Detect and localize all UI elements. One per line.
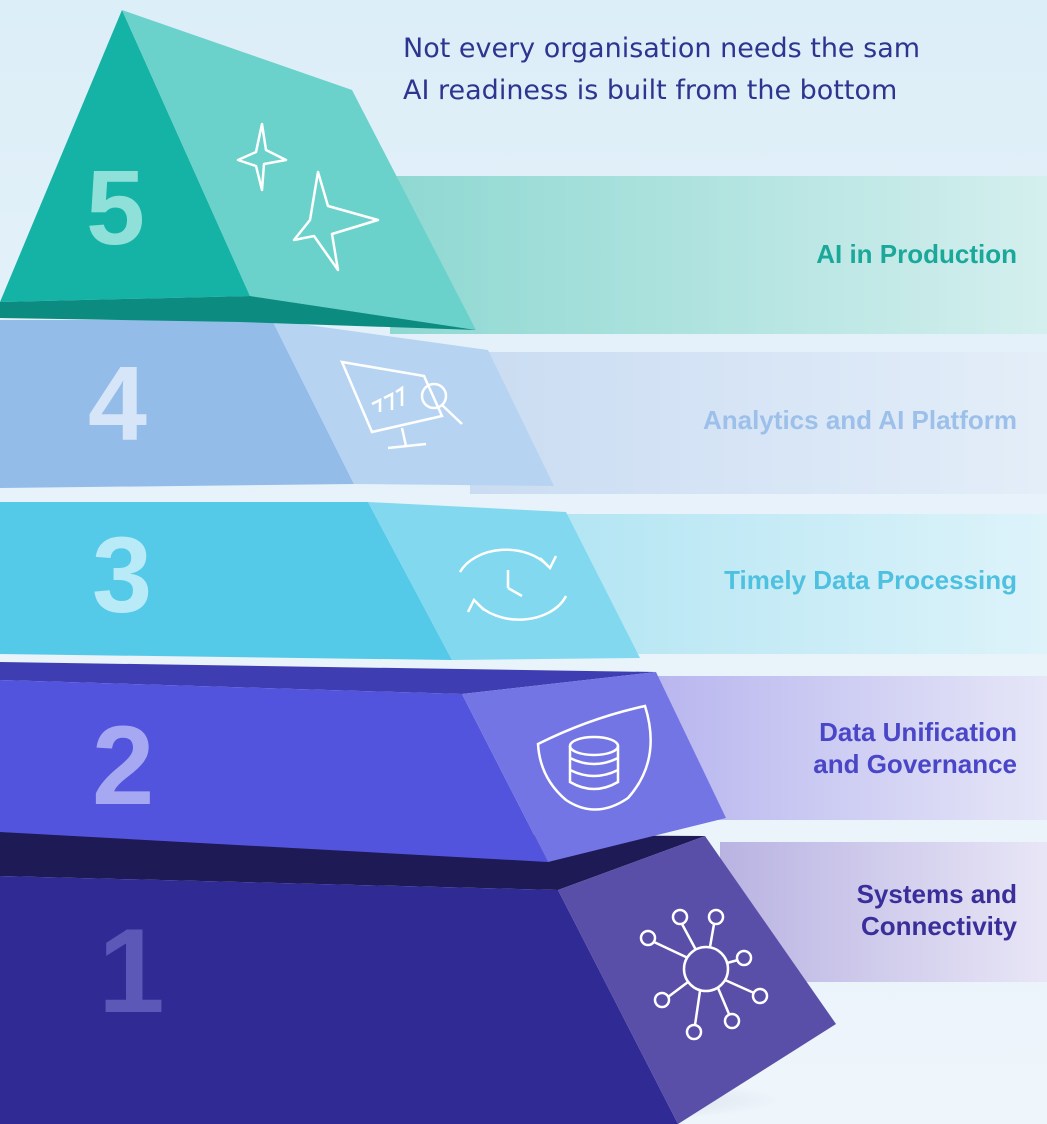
pyramid-level-4: 4 (0, 320, 554, 488)
pyramid-level-3: 3 (0, 502, 640, 660)
level-label-1: Systems and Connectivity (856, 879, 1017, 941)
level-2-top (0, 662, 656, 694)
level-4-front (0, 320, 354, 488)
intro-line-1: Not every organisation needs the sam (403, 33, 921, 64)
level-3-number: 3 (92, 514, 152, 635)
sparkles-icon (236, 122, 380, 272)
intro-line-2: AI readiness is built from the bottom (403, 75, 898, 106)
level-2-side (462, 672, 726, 862)
level-2-number: 2 (92, 703, 154, 828)
level-label-2: Data Unification and Governance (813, 717, 1017, 779)
pyramid-level-5: 5 (0, 10, 476, 330)
level-band-3 (560, 514, 1047, 654)
level-label-3: Timely Data Processing (724, 565, 1017, 595)
level-5-bottom (0, 296, 476, 330)
pyramid-level-2: 2 (0, 662, 726, 862)
level-label-4: Analytics and AI Platform (703, 405, 1017, 435)
level-1-front (0, 876, 678, 1124)
level-label-5: AI in Production (816, 239, 1017, 269)
level-5-number: 5 (86, 149, 145, 267)
level-2-front (0, 680, 548, 862)
level-3-front (0, 502, 452, 660)
intro-text: Not every organisation needs the sam AI … (403, 28, 1047, 112)
refresh-clock-icon (458, 548, 568, 621)
level-1-side (558, 836, 836, 1124)
level-1-number: 1 (98, 904, 165, 1038)
level-band-5 (390, 176, 1047, 334)
level-band-4 (470, 352, 1047, 494)
level-5-side (122, 10, 476, 330)
pyramid-level-1: 1 (0, 832, 836, 1124)
network-hub-icon (639, 908, 769, 1041)
level-4-number: 4 (88, 345, 147, 463)
database-shield-icon (536, 704, 652, 811)
level-5-front (0, 10, 250, 302)
analytics-monitor-icon (339, 360, 463, 450)
level-3-side (368, 502, 640, 660)
